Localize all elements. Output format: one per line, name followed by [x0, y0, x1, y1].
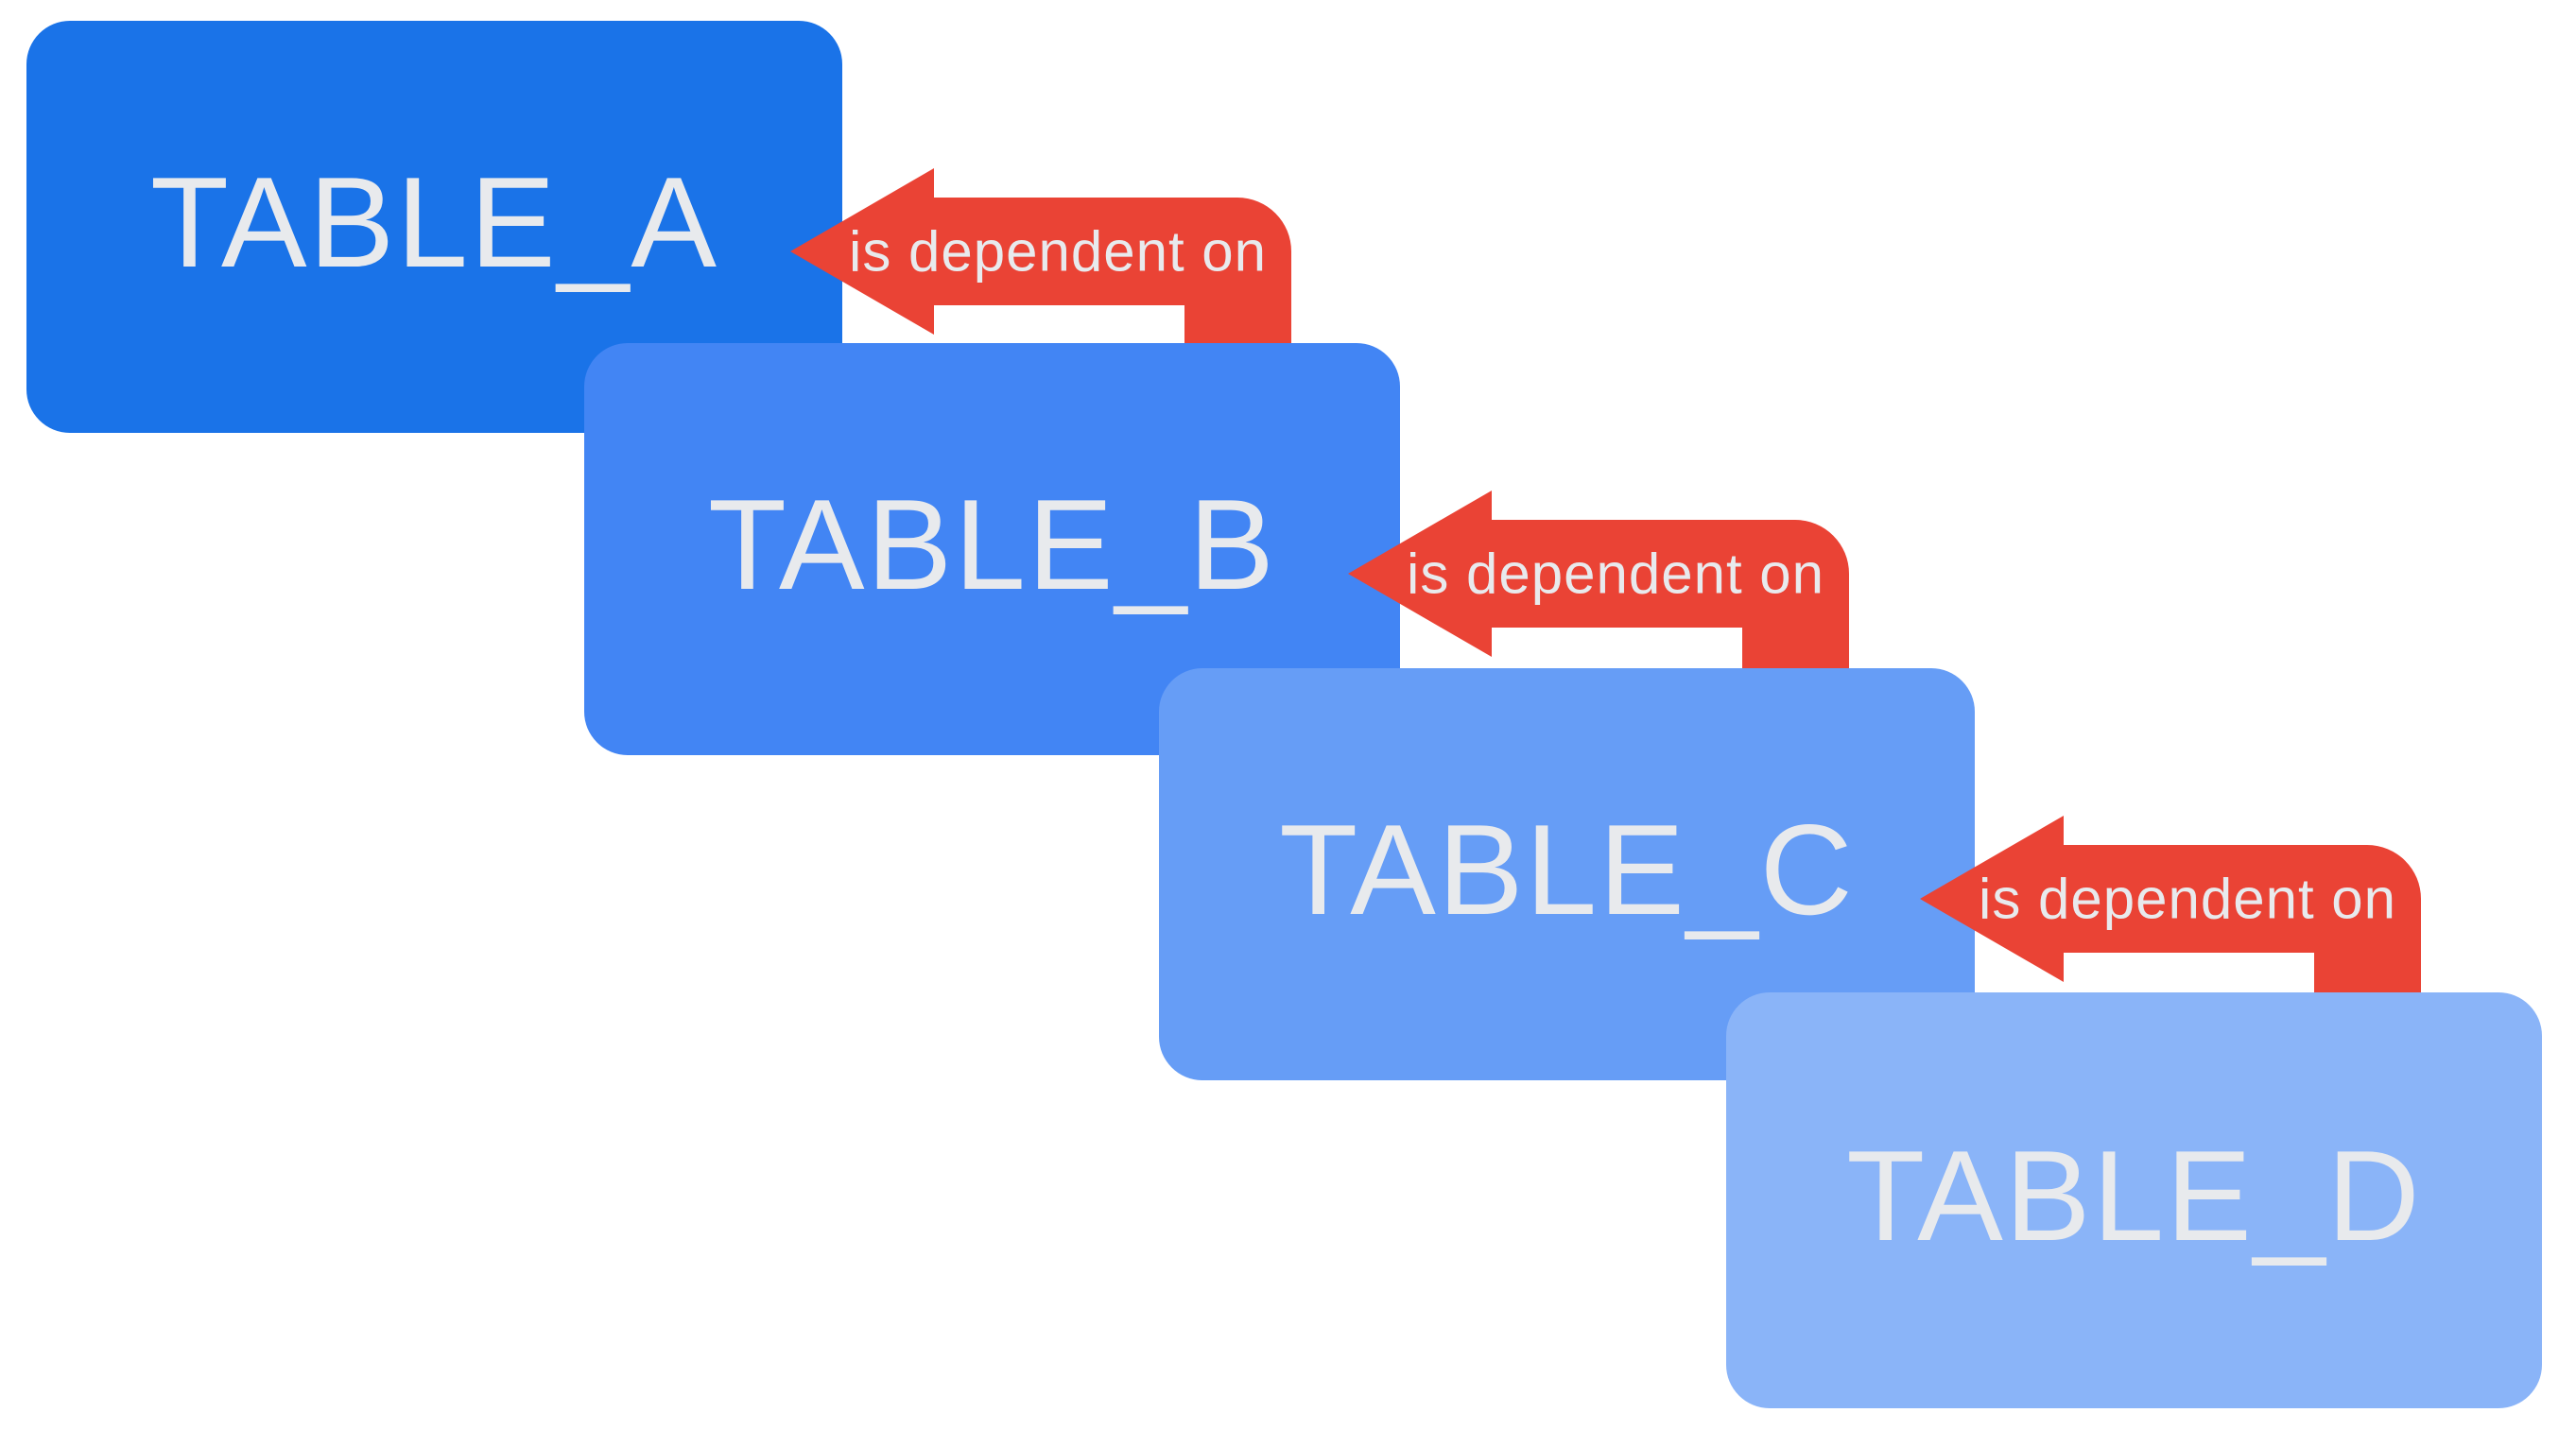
left-bent-arrow-icon [1348, 491, 1849, 681]
dependency-arrow-label: is dependent on [1407, 543, 1824, 606]
dependency-arrow-label: is dependent on [1979, 868, 2396, 931]
left-bent-arrow-icon [790, 168, 1291, 359]
table-a-box: TABLE_A [26, 21, 842, 433]
dependency-arrow-b-to-a: is dependent on [790, 168, 1291, 359]
table-d-box: TABLE_D [1726, 992, 2542, 1408]
table-b-label: TABLE_B [707, 473, 1277, 616]
dependency-arrow-label: is dependent on [849, 220, 1267, 284]
left-bent-arrow-icon [1920, 816, 2421, 1007]
dependency-arrow-d-to-c: is dependent on [1920, 816, 2421, 1007]
table-d-label: TABLE_D [1846, 1124, 2422, 1267]
table-c-label: TABLE_C [1279, 798, 1855, 941]
dependency-arrow-c-to-b: is dependent on [1348, 491, 1849, 681]
table-a-label: TABLE_A [149, 150, 719, 294]
